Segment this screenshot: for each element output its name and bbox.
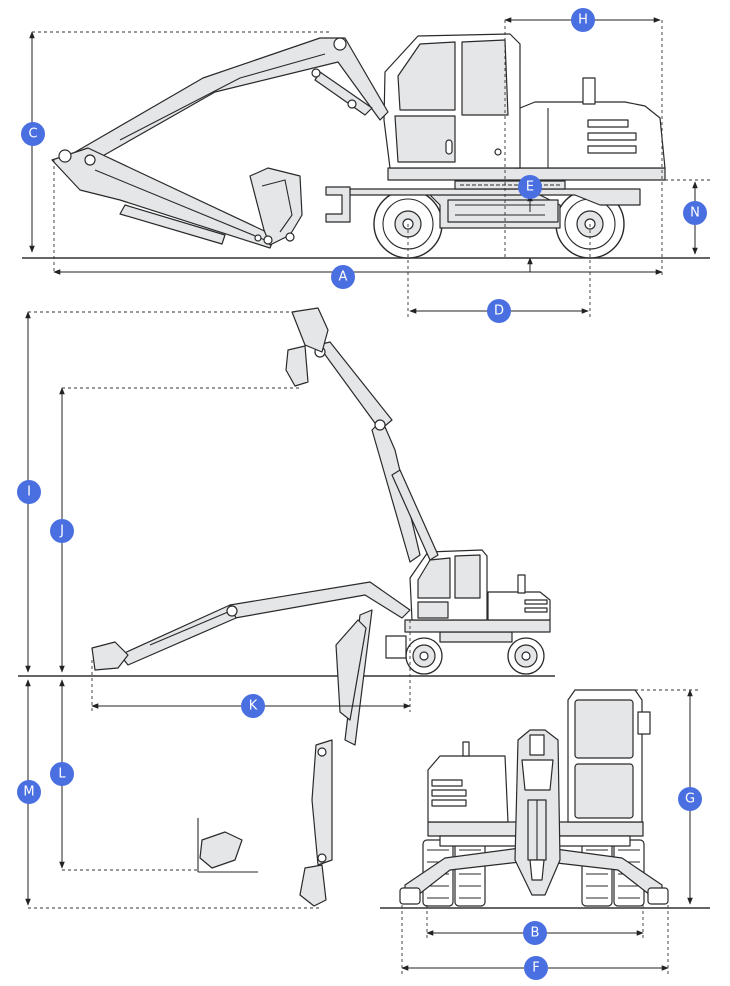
boom [64,37,389,167]
dimension-label-d: D [494,304,504,319]
raised-boom [371,419,421,563]
digging-bucket [299,864,327,907]
dimension-badge-b: B [523,921,547,945]
dimension-label-e: E [526,180,534,195]
raised-bucket [291,307,329,353]
bucket [249,167,303,246]
range-machine [385,549,551,675]
axle-housing [447,199,559,223]
side-view [22,17,710,318]
reach-arm [119,604,237,666]
dimension-label-a: A [339,270,348,285]
dimension-label-l: L [58,767,66,782]
stabilizer-blade [325,186,351,223]
dimension-badge-h: H [571,8,595,32]
dimension-badge-k: K [241,694,265,718]
dimension-badge-c: C [21,122,45,146]
dimension-label-h: H [578,13,588,28]
dimension-label-f: F [532,961,539,976]
dimension-badge-f: F [524,956,548,980]
dimension-label-g: G [685,792,695,807]
reach-boom [229,581,411,619]
dimension-label-i: I [27,485,31,500]
dimension-badge-e: E [518,175,542,199]
dimension-label-n: N [690,206,700,221]
dimension-badge-n: N [683,201,707,225]
dimension-label-m: M [23,785,34,800]
digging-arm [311,739,333,866]
dimension-badge-a: A [331,265,355,289]
dimension-badge-l: L [50,762,74,786]
dimension-label-c: C [28,127,37,142]
dimension-badge-d: D [487,299,511,323]
arm-cylinder [119,204,226,245]
front-view [380,689,710,975]
dimension-badge-i: I [17,480,41,504]
raised-boom-cylinder [391,469,439,561]
dimension-label-j: J [59,524,64,539]
front-engine-hood [427,755,509,823]
dimension-badge-g: G [678,787,702,811]
dimension-badge-m: M [17,780,41,804]
reference-bucket [199,831,243,869]
raised-arm [317,341,393,431]
dimension-badges: A B C D E F G H [17,8,707,980]
dimension-label-b: B [531,926,540,941]
dimension-label-k: K [249,699,258,714]
reach-bucket [91,641,129,671]
exhaust-pipe [582,77,596,105]
dimension-badge-j: J [50,519,74,543]
